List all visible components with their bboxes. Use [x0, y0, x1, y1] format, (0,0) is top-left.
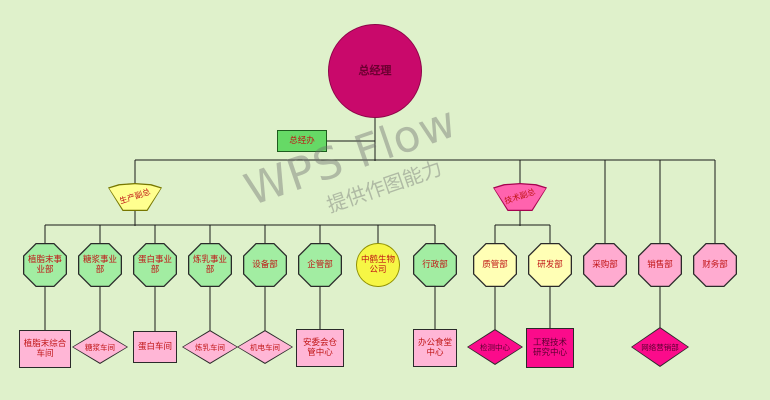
node-label: 采购部 [592, 259, 618, 270]
node-label: 蛋白车间 [137, 341, 172, 352]
org-node-zhonghe-bio[interactable]: 中鹤生物公司 [356, 243, 400, 287]
node-label: 总经办 [289, 135, 315, 146]
org-node-protein-division[interactable]: 蛋白事业部 [133, 243, 177, 287]
rect-shape [296, 329, 344, 367]
org-node-syrup-workshop[interactable]: 糖浆车间 [72, 330, 128, 364]
org-node-safety-warehouse-center[interactable]: 安委会仓管中心 [296, 329, 344, 367]
octagon-shape [23, 243, 67, 287]
octagon-shape [243, 243, 287, 287]
node-label: 研发部 [537, 259, 563, 270]
org-node-admin-dept[interactable]: 行政部 [413, 243, 457, 287]
node-label: 糖浆事业部 [82, 254, 117, 275]
node-label: 设备部 [252, 259, 278, 270]
org-node-condensed-milk-division[interactable]: 炼乳事业部 [188, 243, 232, 287]
node-label: 总经理 [358, 64, 392, 78]
octagon-shape [298, 243, 342, 287]
node-label: 质管部 [482, 259, 508, 270]
octagon-shape [638, 243, 682, 287]
node-label: 企管部 [307, 259, 333, 270]
node-label: 炼乳车间 [195, 342, 225, 352]
org-node-vp-technology[interactable]: 技术副总 [493, 183, 547, 211]
node-label: 糖浆车间 [85, 342, 115, 352]
node-label: 办公食堂中心 [417, 337, 452, 358]
node-label: 炼乳事业部 [192, 254, 227, 275]
node-label: 中鹤生物公司 [360, 254, 395, 275]
octagon-shape [473, 243, 517, 287]
rect-shape [133, 331, 177, 363]
org-node-condensed-milk-workshop[interactable]: 炼乳车间 [182, 330, 238, 364]
org-node-sales-dept[interactable]: 销售部 [638, 243, 682, 287]
org-node-online-marketing-dept[interactable]: 网络营销部 [631, 327, 689, 367]
node-label: 网络营销部 [641, 342, 679, 352]
org-node-protein-workshop[interactable]: 蛋白车间 [133, 331, 177, 363]
org-node-syrup-division[interactable]: 糖浆事业部 [78, 243, 122, 287]
org-node-rnd-dept[interactable]: 研发部 [528, 243, 572, 287]
octagon-shape [78, 243, 122, 287]
node-label: 植脂末事业部 [27, 254, 62, 275]
node-label: 销售部 [647, 259, 673, 270]
org-node-finance-dept[interactable]: 财务部 [693, 243, 737, 287]
node-label: 行政部 [422, 259, 448, 270]
org-node-office-canteen-center[interactable]: 办公食堂中心 [413, 329, 457, 367]
octagon-shape [133, 243, 177, 287]
org-node-creamer-workshop[interactable]: 植脂末综合车间 [19, 330, 71, 368]
circle-shape [328, 24, 422, 118]
org-node-engineering-research-center[interactable]: 工程技术研究中心 [526, 328, 574, 368]
octagon-shape [413, 243, 457, 287]
node-label: 机电车间 [250, 342, 280, 352]
node-label: 安委会仓管中心 [302, 337, 337, 358]
rect-shape [526, 328, 574, 368]
org-node-creamer-division[interactable]: 植脂末事业部 [23, 243, 67, 287]
octagon-shape [528, 243, 572, 287]
org-node-ceo[interactable]: 总经理 [328, 24, 422, 118]
org-node-testing-center[interactable]: 检测中心 [467, 329, 523, 365]
org-node-enterprise-mgmt-dept[interactable]: 企管部 [298, 243, 342, 287]
rect-shape [19, 330, 71, 368]
rect-shape [277, 130, 327, 152]
node-label: 植脂末综合车间 [23, 338, 67, 359]
circle-shape [356, 243, 400, 287]
octagon-shape [188, 243, 232, 287]
org-node-office[interactable]: 总经办 [277, 130, 327, 152]
rect-shape [413, 329, 457, 367]
node-label: 蛋白事业部 [137, 254, 172, 275]
node-label: 工程技术研究中心 [532, 337, 567, 358]
org-node-mech-elec-workshop[interactable]: 机电车间 [237, 330, 293, 364]
octagon-shape [693, 243, 737, 287]
org-node-quality-dept[interactable]: 质管部 [473, 243, 517, 287]
org-node-purchasing-dept[interactable]: 采购部 [583, 243, 627, 287]
org-node-vp-production[interactable]: 生产副总 [108, 183, 162, 211]
connector-lines [44, 118, 716, 335]
octagon-shape [583, 243, 627, 287]
org-node-equipment-dept[interactable]: 设备部 [243, 243, 287, 287]
node-label: 检测中心 [480, 342, 510, 352]
node-label: 财务部 [702, 259, 728, 270]
